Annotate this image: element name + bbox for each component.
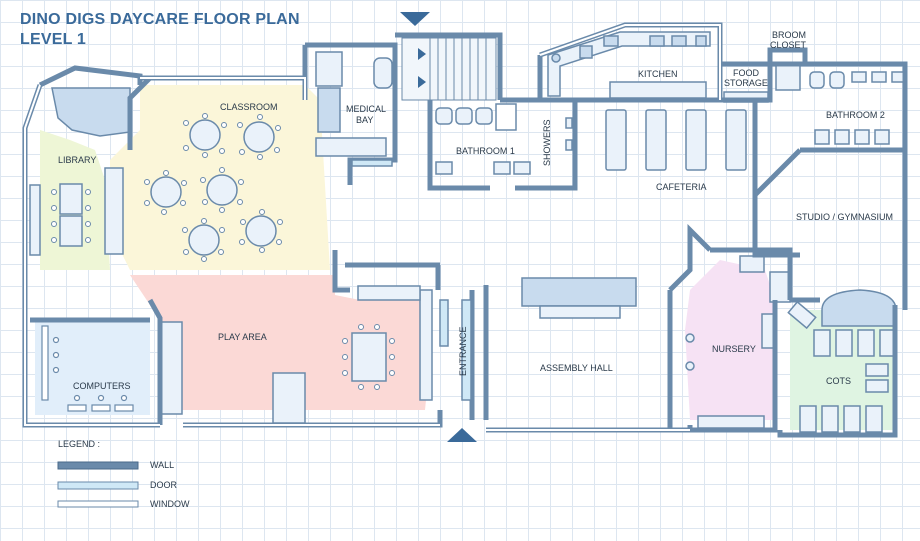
legend-wall-label: WALL bbox=[150, 460, 174, 470]
medical-sink bbox=[373, 57, 393, 89]
cafeteria-tables bbox=[605, 109, 747, 171]
library-table-bottom bbox=[59, 215, 83, 247]
label-bathroom-2: BATHROOM 2 bbox=[826, 110, 885, 120]
legend-window-label: WINDOW bbox=[150, 499, 190, 509]
bathroom-2-fixtures bbox=[809, 71, 905, 145]
broom-closet-shelf bbox=[775, 63, 801, 91]
classroom-chairs bbox=[144, 113, 283, 262]
nursery-furniture bbox=[685, 255, 791, 429]
label-cots: COTS bbox=[826, 376, 851, 386]
title-line-1: DINO DIGS DAYCARE FLOOR PLAN bbox=[20, 11, 300, 28]
label-food-2: STORAGE bbox=[724, 78, 768, 88]
label-entrance: ENTRANCE bbox=[458, 326, 468, 376]
library-shelf-2 bbox=[104, 167, 124, 255]
assembly-podium bbox=[539, 305, 621, 319]
legend-heading: LEGEND : bbox=[58, 439, 100, 449]
legend-wall-swatch bbox=[57, 461, 139, 470]
play-area-chairs bbox=[342, 324, 395, 390]
kitchen-appliances bbox=[551, 35, 707, 63]
label-library: LIBRARY bbox=[58, 155, 96, 165]
entrance-arrow-bottom[interactable] bbox=[447, 428, 477, 442]
label-medical-1: MEDICAL bbox=[346, 104, 386, 114]
label-medical-2: BAY bbox=[356, 115, 373, 125]
label-cafeteria: CAFETERIA bbox=[656, 182, 707, 192]
cots-divider bbox=[787, 300, 817, 330]
label-nursery: NURSERY bbox=[712, 344, 756, 354]
doors bbox=[351, 159, 472, 401]
play-area-shelf-right bbox=[419, 289, 433, 401]
label-computers: COMPUTERS bbox=[73, 381, 131, 391]
computers-zone bbox=[35, 320, 150, 415]
label-broom-1: BROOM bbox=[772, 30, 806, 40]
medical-bed bbox=[317, 87, 341, 133]
label-classroom: CLASSROOM bbox=[220, 102, 278, 112]
classroom-tables bbox=[150, 119, 277, 256]
label-showers: SHOWERS bbox=[542, 119, 552, 166]
nursery-zone bbox=[685, 260, 775, 420]
play-area-shelf-top bbox=[357, 285, 421, 301]
play-area-table bbox=[351, 332, 387, 382]
legend-window-swatch bbox=[57, 500, 139, 508]
wall-highlights bbox=[24, 24, 721, 431]
title-line-2: LEVEL 1 bbox=[20, 31, 87, 48]
medical-cabinet bbox=[315, 51, 343, 87]
legend-door-swatch bbox=[57, 481, 139, 490]
library-chairs bbox=[51, 189, 91, 243]
label-assembly-hall: ASSEMBLY HALL bbox=[540, 363, 613, 373]
kitchen-island bbox=[609, 81, 707, 99]
cots-beds bbox=[799, 329, 897, 433]
label-play-area: PLAY AREA bbox=[218, 332, 267, 342]
bathroom-1-fixtures bbox=[435, 103, 573, 175]
label-kitchen: KITCHEN bbox=[638, 69, 678, 79]
reading-nook bbox=[51, 87, 131, 137]
plan-title: DINO DIGS DAYCARE FLOOR PLAN LEVEL 1 bbox=[20, 10, 300, 50]
label-bathroom-1: BATHROOM 1 bbox=[456, 146, 515, 156]
label-food-1: FOOD bbox=[733, 68, 759, 78]
cots-dome bbox=[821, 289, 897, 327]
play-area-cubby-left bbox=[159, 321, 183, 415]
computer-desks bbox=[41, 325, 134, 412]
assembly-stage bbox=[521, 277, 637, 307]
medical-counter bbox=[315, 137, 387, 157]
entrance-arrow-top[interactable] bbox=[400, 12, 430, 26]
stairs-arrow-down bbox=[418, 76, 426, 88]
play-area-cubby-bottom bbox=[272, 372, 306, 424]
library-shelf-1 bbox=[29, 184, 41, 256]
stairs bbox=[401, 37, 497, 101]
legend-door-label: DOOR bbox=[150, 480, 178, 490]
label-studio: STUDIO / GYMNASIUM bbox=[796, 212, 893, 222]
label-broom-2: CLOSET bbox=[770, 40, 807, 50]
library-table-top bbox=[59, 183, 83, 215]
stairs-arrow-up bbox=[418, 48, 426, 60]
